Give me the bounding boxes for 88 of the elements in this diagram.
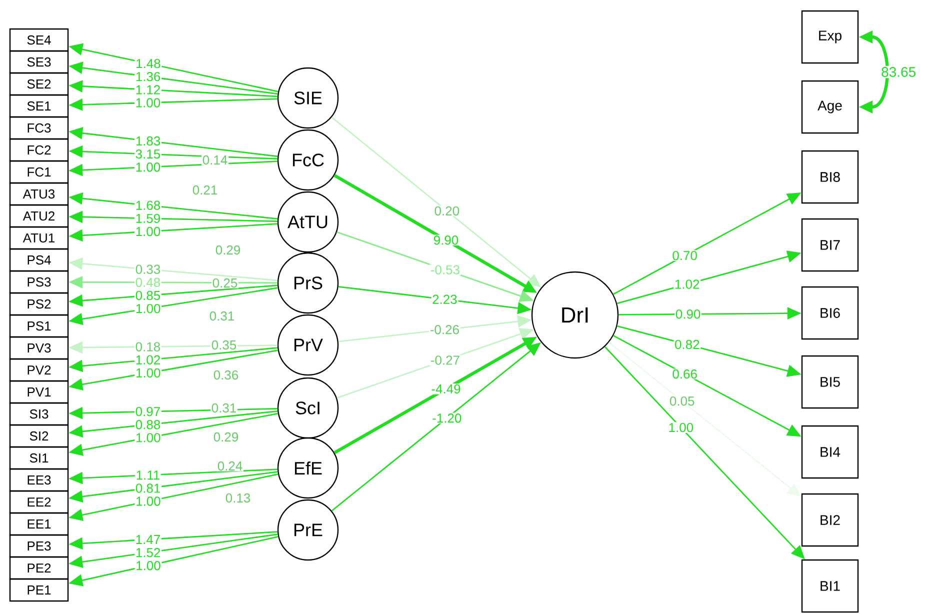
edge-label: 0.48 (136, 278, 160, 287)
covariance-label: 0.14 (202, 155, 228, 165)
edge-label: -0.26 (430, 325, 459, 334)
indicator-box: ATU3 (9, 182, 69, 206)
edge-label: 1.02 (675, 280, 700, 289)
edge-label: 1.00 (136, 433, 160, 442)
covariance-label: 0.13 (226, 493, 250, 503)
indicator-box: SE3 (9, 50, 69, 74)
covariance-label: 0.24 (218, 461, 242, 471)
indicator-box: FC1 (9, 160, 69, 184)
edge-label: 2.23 (432, 294, 457, 304)
variable-box: BI2 (801, 493, 859, 547)
indicator-box: FC3 (9, 116, 69, 140)
variable-box: BI7 (801, 218, 859, 272)
edge-label: -0.53 (430, 265, 460, 274)
edge-label: 1.00 (669, 422, 694, 432)
edge-label: 1.00 (136, 496, 160, 506)
edge-label: 1.00 (136, 226, 160, 236)
indicator-box: EE1 (9, 512, 69, 536)
edge-label: 0.66 (672, 369, 697, 379)
indicator-box: PE3 (9, 534, 69, 558)
edge-label: 3.15 (136, 149, 160, 159)
edge-label: 0.70 (672, 250, 697, 260)
indicator-box: PS1 (9, 314, 69, 338)
variable-box: BI8 (801, 150, 859, 204)
indicator-box: SE4 (9, 28, 69, 52)
edge-label: 1.48 (136, 58, 160, 68)
edge-label: -0.27 (430, 356, 460, 365)
variable-box: BI1 (801, 559, 859, 613)
edge-label: 1.36 (136, 72, 160, 82)
covariance-label: 0.25 (212, 278, 238, 288)
indicator-box: SI2 (9, 424, 69, 448)
indicator-box: PE1 (9, 578, 69, 602)
edge-label: 1.52 (136, 548, 160, 558)
edge-label: 1.83 (136, 136, 160, 146)
variable-box: BI5 (801, 355, 859, 409)
indicator-box: PS3 (9, 270, 69, 294)
edge-label: 0.97 (136, 406, 160, 416)
indicator-box: SI1 (9, 446, 69, 470)
edge-label: 1.00 (136, 561, 160, 570)
edge-label: 0.90 (676, 310, 700, 319)
edge-label: 1.00 (136, 98, 160, 108)
edge-label: 0.18 (136, 342, 160, 352)
edge-label: 1.00 (136, 304, 160, 314)
variable-box: Exp (801, 10, 859, 64)
indicator-box: PV3 (9, 336, 69, 360)
edge-label: 0.88 (136, 420, 160, 430)
covariance-label: 0.31 (210, 311, 234, 321)
indicator-box: PS4 (9, 248, 69, 272)
indicator-box: PV1 (9, 380, 69, 404)
edge-label: 1.12 (136, 85, 160, 94)
covariance-label: 0.29 (214, 432, 238, 442)
indicator-box: SE2 (9, 72, 69, 96)
edge-label: -1.20 (432, 414, 462, 423)
covariance-label: 0.29 (216, 245, 240, 255)
edge-label: 1.68 (136, 200, 160, 210)
indicator-box: PS2 (9, 292, 69, 316)
edge-label: 0.33 (136, 264, 160, 274)
edge-label: 1.59 (136, 214, 160, 224)
covariance-label: 0.31 (212, 403, 236, 413)
covariance-label: 0.35 (212, 340, 236, 350)
variable-box: BI4 (801, 425, 859, 479)
edge-label: 0.20 (434, 206, 460, 216)
indicator-box: EE3 (9, 468, 69, 492)
edge-label: 0.82 (675, 340, 700, 350)
indicator-box: PV2 (9, 358, 69, 382)
variable-box: BI6 (801, 286, 859, 340)
edge-label: 1.00 (136, 368, 160, 378)
edge-label: 9.90 (434, 236, 458, 245)
edge-label: 1.00 (136, 162, 160, 172)
edge-label: 1.47 (136, 535, 160, 544)
edge-label: 0.05 (670, 396, 694, 406)
edge-label: -4.49 (432, 384, 460, 394)
indicator-box: ATU1 (9, 226, 69, 250)
indicator-box: SI3 (9, 402, 69, 426)
edge-label: 0.85 (136, 290, 160, 300)
indicator-box: FC2 (9, 138, 69, 162)
edge-label: 0.81 (136, 484, 160, 493)
indicator-box: ATU2 (9, 204, 69, 228)
edge-label: 1.02 (136, 355, 160, 364)
covariance-label: 0.21 (192, 185, 217, 195)
indicator-box: SE1 (9, 94, 69, 118)
edge-label: 1.11 (136, 470, 160, 480)
covariance-label: 0.36 (214, 370, 238, 380)
indicator-box: PE2 (9, 556, 69, 580)
edge-label: 83.65 (882, 67, 916, 77)
indicator-box: EE2 (9, 490, 69, 514)
variable-box: Age (801, 80, 859, 134)
